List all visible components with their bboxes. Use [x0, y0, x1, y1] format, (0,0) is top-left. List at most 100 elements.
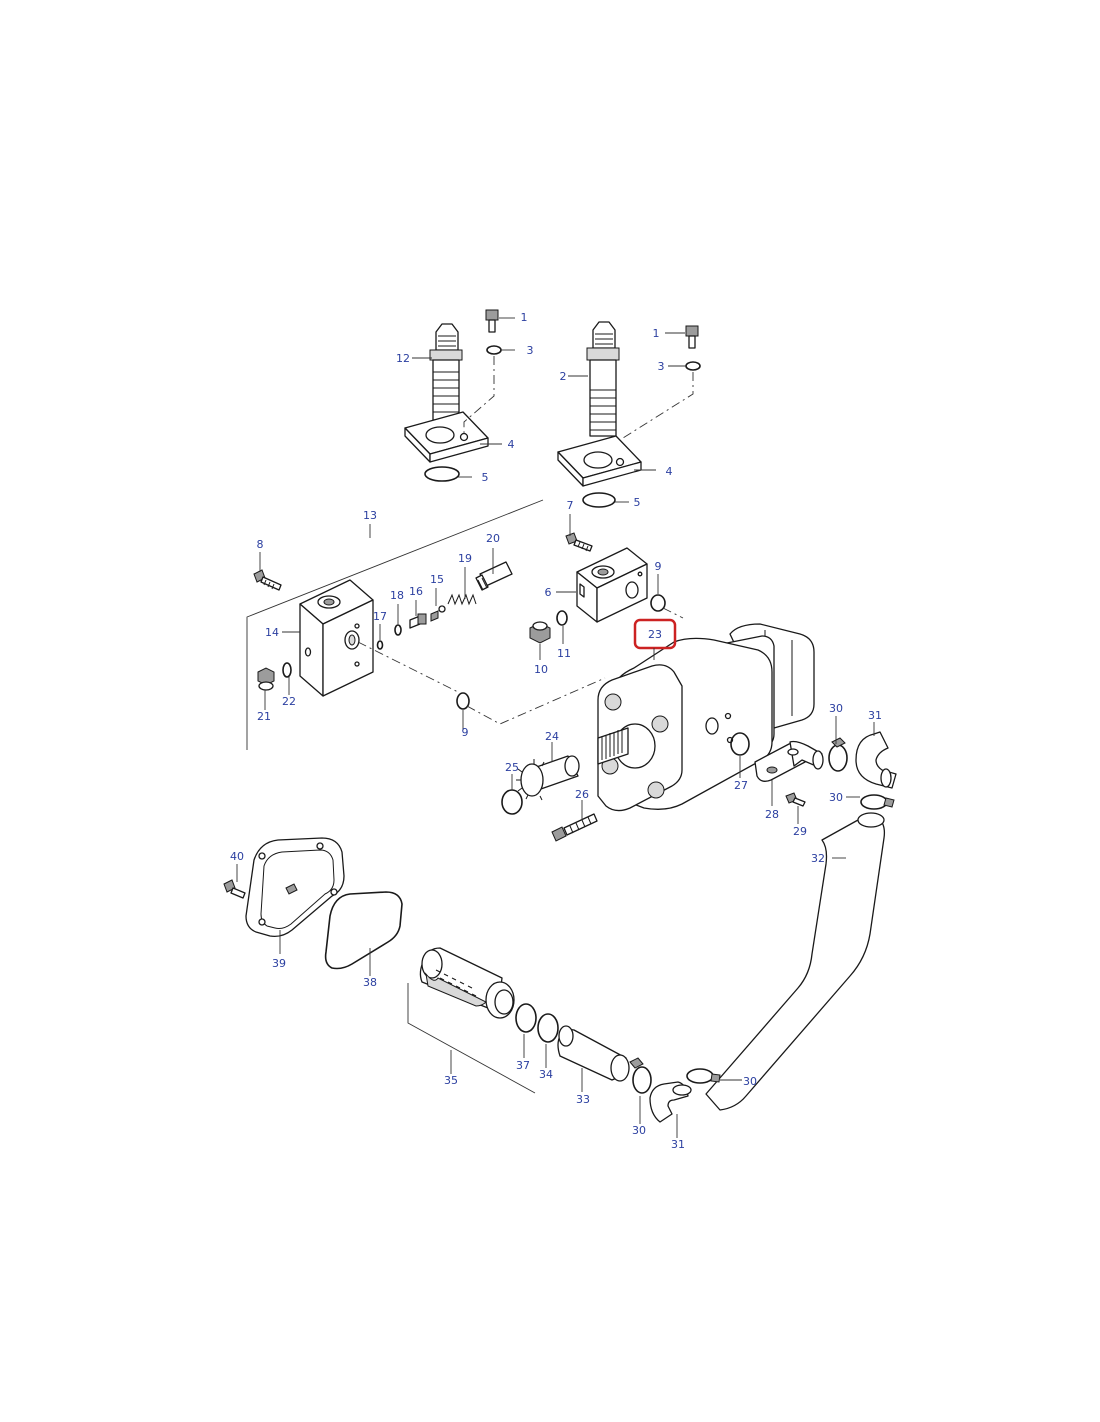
o-ring-17 — [376, 640, 384, 650]
hose-clamp-30-d — [686, 1068, 721, 1084]
bolt-26 — [551, 813, 598, 842]
callout-label: 37 — [516, 1059, 530, 1072]
callout-label: 31 — [868, 709, 882, 722]
callout-label: 23 — [648, 628, 662, 641]
snap-ring-25 — [501, 789, 523, 815]
plate-4-left — [404, 411, 489, 463]
callout-label: 33 — [576, 1093, 590, 1106]
callout-label: 18 — [390, 589, 404, 602]
callout-label: 30 — [829, 791, 843, 804]
callout-label: 4 — [666, 465, 673, 478]
assembly-bracket-13 — [246, 499, 544, 750]
spool-16 — [409, 613, 427, 629]
callout-label: 40 — [230, 850, 244, 863]
o-ring-9-lower — [456, 692, 470, 710]
plug-20 — [475, 561, 513, 591]
callout-label: 14 — [265, 626, 279, 639]
callout-label: 1 — [521, 311, 528, 324]
cover-39 — [245, 837, 345, 938]
callout-label: 24 — [545, 730, 559, 743]
suction-hose-32 — [705, 812, 886, 1111]
o-ring-9-upper — [650, 594, 666, 612]
callout-label: 20 — [486, 532, 500, 545]
hydraulic-fitting-left — [429, 323, 463, 421]
bolt-1-left — [485, 309, 499, 333]
gasket-38 — [324, 891, 403, 970]
bolt-40 — [223, 879, 246, 899]
callout-label: 12 — [396, 352, 410, 365]
callout-label: 35 — [444, 1074, 458, 1087]
callout-label: 9 — [655, 560, 662, 573]
manifold-block-6 — [576, 547, 648, 623]
callout-label: 16 — [409, 585, 423, 598]
plate-4-right — [557, 435, 642, 487]
callout-label: 9 — [462, 726, 469, 739]
callout-label: 5 — [634, 496, 641, 509]
callout-label: 39 — [272, 957, 286, 970]
callout-label: 11 — [557, 647, 571, 660]
spring-19 — [447, 593, 477, 606]
poppet-15 — [430, 605, 446, 622]
filter-element-35 — [419, 947, 515, 1019]
o-ring-22 — [282, 662, 292, 678]
elbow-flange-28 — [754, 740, 824, 782]
hose-clamp-30-c — [629, 1057, 652, 1094]
callout-label: 25 — [505, 761, 519, 774]
bolt-1-right — [685, 325, 699, 349]
plug-10 — [529, 621, 551, 644]
callout-label: 38 — [363, 976, 377, 989]
callout-labels: 1 3 12 2 1 3 4 5 4 5 7 13 8 20 19 15 16 … — [230, 311, 882, 1151]
hydraulic-pump-23 — [597, 623, 815, 812]
callout-label: 34 — [539, 1068, 553, 1081]
callout-label: 30 — [743, 1075, 757, 1088]
callout-label: 6 — [545, 586, 552, 599]
callout-label: 5 — [482, 471, 489, 484]
coupling-24 — [516, 755, 580, 801]
callout-label: 26 — [575, 788, 589, 801]
callout-label: 2 — [560, 370, 567, 383]
assembly-bracket-35 — [407, 983, 536, 1094]
o-ring-27 — [730, 732, 750, 756]
callout-label: 30 — [829, 702, 843, 715]
hose-clamp-30-b — [860, 794, 895, 810]
sleeve-33 — [557, 1025, 630, 1082]
bolt-7 — [565, 532, 593, 552]
callout-label: 3 — [658, 360, 665, 373]
callout-label: 8 — [257, 538, 264, 551]
callout-label: 7 — [567, 499, 574, 512]
o-ring-11 — [556, 610, 568, 626]
callout-label: 32 — [811, 852, 825, 865]
callout-label: 22 — [282, 695, 296, 708]
elbow-hose-31-top — [855, 731, 897, 789]
washer-3-left — [486, 345, 502, 355]
o-ring-37 — [515, 1003, 537, 1033]
highlight-box-23 — [633, 618, 677, 650]
plug-21 — [257, 667, 275, 691]
o-ring-5-left — [424, 466, 460, 482]
callout-label: 27 — [734, 779, 748, 792]
callout-label: 3 — [527, 344, 534, 357]
callout-label: 15 — [430, 573, 444, 586]
elbow-hose-31-bottom — [649, 1081, 692, 1123]
callout-label: 13 — [363, 509, 377, 522]
callout-label: 10 — [534, 663, 548, 676]
hose-clamp-30-a — [828, 737, 848, 772]
callout-label: 28 — [765, 808, 779, 821]
washer-3-right — [685, 361, 701, 371]
callout-label: 30 — [632, 1124, 646, 1137]
callout-label: 19 — [458, 552, 472, 565]
callout-label: 31 — [671, 1138, 685, 1151]
o-ring-34 — [537, 1013, 559, 1043]
callout-label: 4 — [508, 438, 515, 451]
callout-label: 29 — [793, 825, 807, 838]
hydraulic-fitting-right — [586, 321, 620, 437]
callout-label: 17 — [373, 610, 387, 623]
o-ring-5-right — [582, 492, 616, 508]
valve-block-14 — [299, 579, 374, 697]
callout-label: 1 — [653, 327, 660, 340]
callout-label: 21 — [257, 710, 271, 723]
bolt-8 — [253, 569, 282, 591]
o-ring-18 — [394, 624, 402, 636]
bolt-29 — [785, 792, 806, 807]
